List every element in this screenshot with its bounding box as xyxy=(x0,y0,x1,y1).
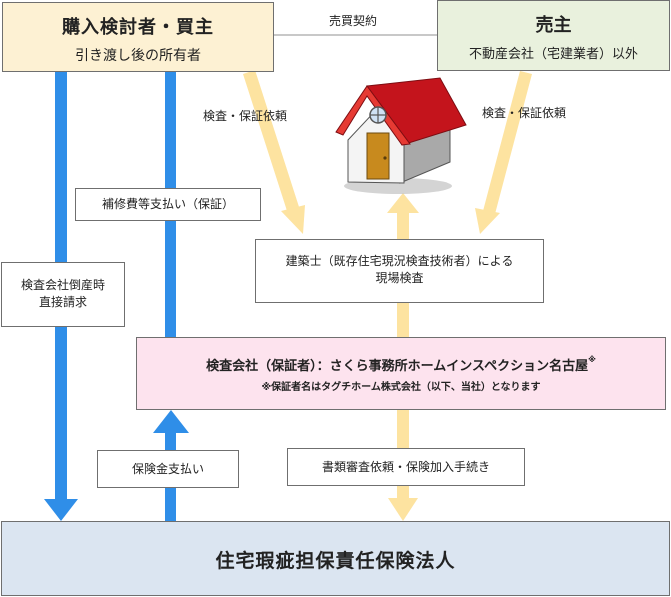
documents-text: 書類審査依頼・保険加入手続き xyxy=(321,460,490,474)
seller-title: 売主 xyxy=(535,15,572,36)
direct-claim-line2: 直接請求 xyxy=(38,295,87,309)
house-icon xyxy=(335,77,467,194)
seller-request-label: 検査・保証依頼 xyxy=(482,106,567,120)
insurance-payment-text: 保険金支払い xyxy=(131,462,204,476)
inspection-company-box: 検査会社（保証者）：さくら事務所ホームインスペクション名古屋※ ※保証者名はタグ… xyxy=(136,337,666,410)
seller-subtitle: 不動産会社（宅建業者）以外 xyxy=(468,47,638,62)
buyer-subtitle: 引き渡し後の所有者 xyxy=(75,48,201,64)
company-title-text: 検査会社（保証者）：さくら事務所ホームインスペクション名古屋 xyxy=(206,359,589,374)
documents-label: 書類審査依頼・保険加入手続き xyxy=(287,448,525,486)
direct-claim-line1: 検査会社倒産時 xyxy=(20,278,105,292)
documents-arrow xyxy=(388,303,418,521)
seller-box: 売主 不動産会社（宅建業者）以外 xyxy=(437,0,670,71)
company-title: 検査会社（保証者）：さくら事務所ホームインスペクション名古屋※ xyxy=(137,355,665,374)
company-note: ※保証者名はタグチホーム株式会社（以下、当社）となります xyxy=(261,382,541,393)
seller-request-arrow xyxy=(475,71,532,234)
buyer-box: 購入検討者・買主 引き渡し後の所有者 xyxy=(2,2,274,72)
repair-payment-label: 補修費等支払い（保証） xyxy=(75,188,261,221)
company-title-mark: ※ xyxy=(588,355,596,364)
insurer-box: 住宅瑕疵担保責任保険法人 xyxy=(1,521,670,596)
direct-claim-label: 検査会社倒産時 直接請求 xyxy=(1,262,125,327)
insurance-payment-label: 保険金支払い xyxy=(97,450,239,488)
contract-label: 売買契約 xyxy=(329,14,378,28)
inspector-box: 建築士（既存住宅現況検査技術者）による 現場検査 xyxy=(255,239,544,303)
repair-payment-text: 補修費等支払い（保証） xyxy=(101,197,234,211)
buyer-title: 購入検討者・買主 xyxy=(62,17,214,38)
insurer-title: 住宅瑕疵担保責任保険法人 xyxy=(215,550,456,572)
inspection-arrow xyxy=(387,193,419,240)
inspector-line2: 現場検査 xyxy=(375,271,424,285)
buyer-request-arrow xyxy=(243,70,305,234)
inspector-line1: 建築士（既存住宅現況検査技術者）による xyxy=(285,254,514,268)
buyer-request-label: 検査・保証依頼 xyxy=(203,109,288,123)
